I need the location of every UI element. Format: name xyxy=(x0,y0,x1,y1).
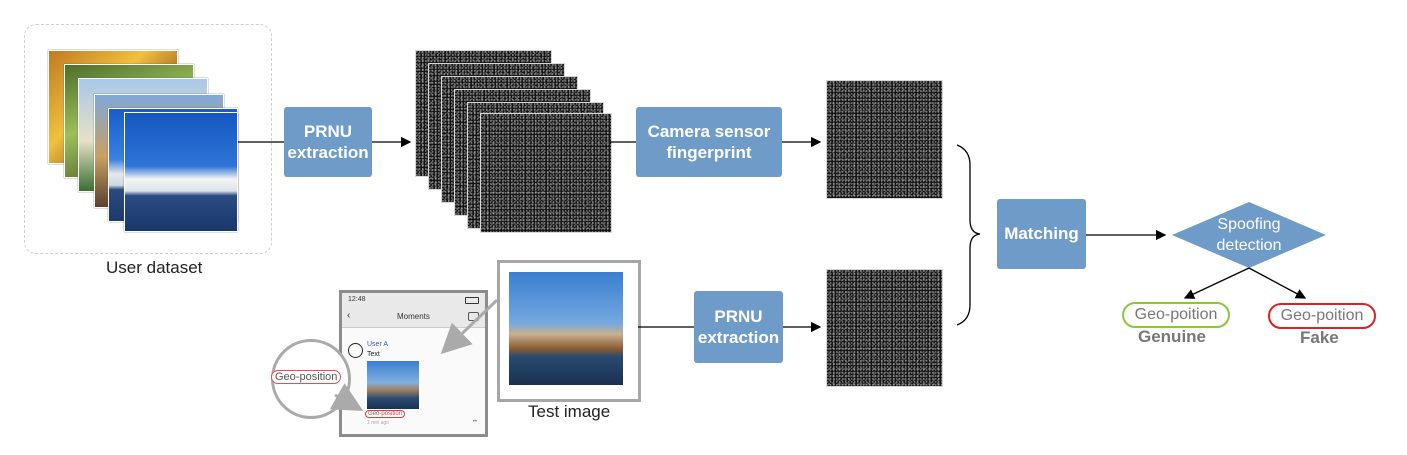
matching-label: Matching xyxy=(1004,224,1079,244)
avatar[interactable] xyxy=(348,343,363,358)
brace-to-matching xyxy=(956,144,981,326)
phone-time-ago: 1 min ago xyxy=(367,420,389,426)
phone-geo-tag[interactable]: Geo-position xyxy=(365,410,406,418)
spoofing-diamond-shape xyxy=(1172,202,1326,268)
test-image-photo xyxy=(509,272,623,385)
camera-fingerprint-line2: fingerprint xyxy=(666,143,752,162)
arrow-spoofing-to-fake xyxy=(1248,267,1307,299)
spoofing-line2: detection xyxy=(1216,237,1282,254)
phone-title: Moments xyxy=(397,312,430,321)
spoofing-label: Spoofing detection xyxy=(1170,214,1328,256)
phone-username[interactable]: User A xyxy=(367,341,389,348)
prnu-bottom-line1: PRNU xyxy=(714,306,763,326)
test-image-label: Test image xyxy=(528,402,611,421)
geo-genuine-caption: Genuine xyxy=(1138,327,1207,346)
battery-icon xyxy=(465,297,479,304)
prnu-top-line2: extraction xyxy=(287,143,369,162)
camera-icon[interactable] xyxy=(468,312,479,321)
camera-fingerprint-box: Camera sensor fingerprint xyxy=(636,107,782,177)
phone-post-image[interactable] xyxy=(367,361,419,409)
geo-fake-caption: Fake xyxy=(1300,328,1339,347)
fingerprint-image-bottom xyxy=(826,269,943,387)
dataset-photo-6 xyxy=(124,112,238,232)
geo-genuine-pill: Geo-poition xyxy=(1122,302,1230,328)
geo-fake-pill: Geo-poition xyxy=(1268,303,1376,329)
phone-screenshot: 12:48 ‹ Moments User A Text Geo-position… xyxy=(339,290,488,437)
prnu-top-line1: PRNU xyxy=(303,121,353,141)
prnu-bottom-line2: extraction xyxy=(697,328,780,347)
prnu-extraction-box-bottom: PRNU extraction xyxy=(694,291,783,363)
phone-time: 12:48 xyxy=(348,296,366,303)
spoofing-detection-diamond xyxy=(1172,202,1326,268)
user-dataset-label: User dataset xyxy=(106,258,203,277)
arrow-spoofing-to-genuine xyxy=(1183,267,1250,299)
spoofing-line1: Spoofing xyxy=(1217,216,1281,233)
phone-nav-bar: ‹ Moments xyxy=(342,307,485,328)
phone-status-bar: 12:48 xyxy=(342,293,485,307)
user-dataset-container xyxy=(24,24,272,254)
prnu-extraction-box-top: PRNU extraction xyxy=(284,107,372,177)
phone-post-text: Text xyxy=(367,351,380,358)
magnifier-geo-label: Geo-position xyxy=(271,370,342,384)
fingerprint-image-top xyxy=(826,80,943,199)
noise-residual-6 xyxy=(480,113,612,233)
matching-box: Matching xyxy=(997,199,1086,269)
camera-fingerprint-line1: Camera sensor xyxy=(647,121,771,141)
back-chevron-icon[interactable]: ‹ xyxy=(347,310,351,321)
phone-more-dots[interactable]: •• xyxy=(472,419,477,425)
